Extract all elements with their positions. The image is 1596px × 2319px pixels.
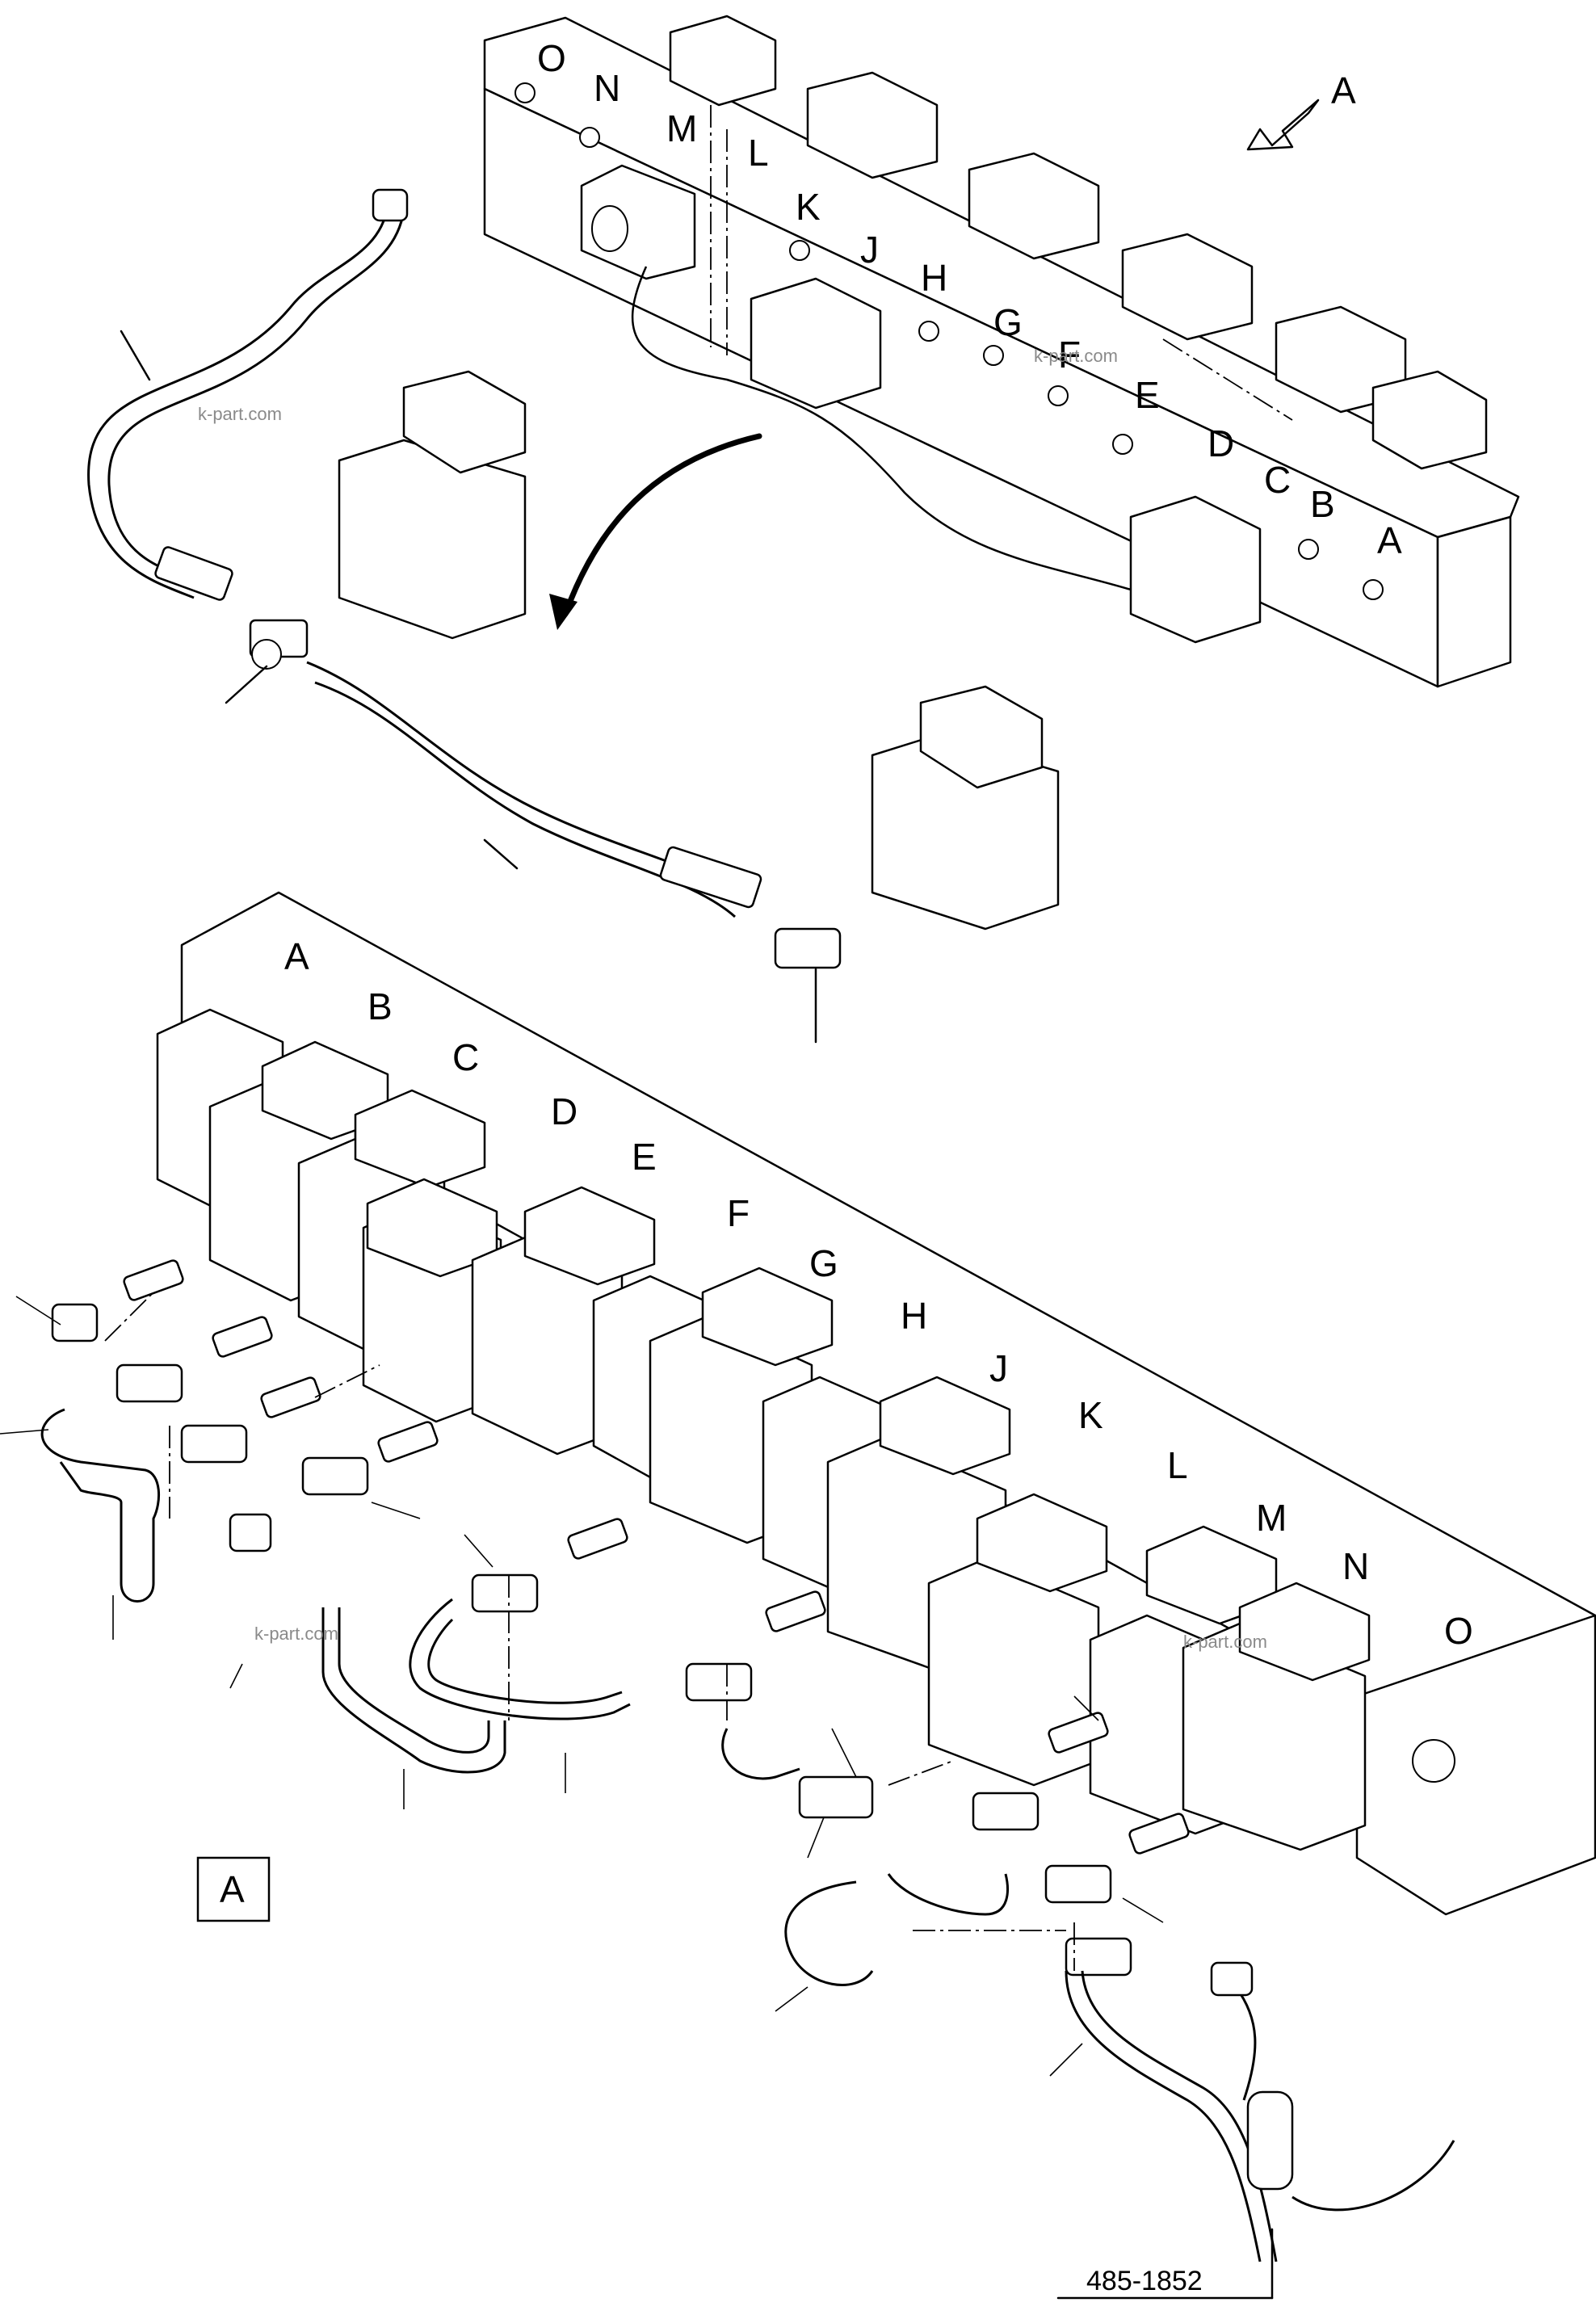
top-label-b: B [1310,483,1335,525]
bottom-label-o: O [1444,1610,1473,1652]
top-label-c: C [1264,459,1291,501]
middle-hose-detail: k-part.com [87,188,1060,1044]
bottom-label-e: E [632,1136,657,1178]
bottom-label-j: J [989,1347,1008,1389]
top-label-m: M [666,107,697,149]
top-label-a: A [1377,519,1402,561]
watermark-bottom-right: k-part.com [1183,1632,1267,1652]
top-label-f: F [1058,334,1081,376]
top-label-j: J [860,229,879,271]
watermark-mid: k-part.com [198,404,282,424]
manifold-ports [514,82,1384,600]
bottom-label-k: K [1078,1394,1103,1436]
watermark-bottom-left: k-part.com [254,1624,338,1644]
mid-valve-block-1 [338,439,527,640]
top-label-e: E [1135,374,1160,416]
bottom-label-d: D [551,1090,578,1132]
detail-tag-box: A [196,1856,271,1922]
view-label: A [1331,69,1356,111]
top-manifold-assembly: O N M L K J H G F E D C B A A k-part.com [483,15,1520,688]
reference-callout: 485-1852 [1056,2228,1274,2300]
watermark-top: k-part.com [1034,346,1118,366]
leader-lines [0,1296,1164,2077]
view-direction-arrow-icon [1246,99,1320,151]
top-label-k: K [796,186,821,228]
bottom-label-a: A [284,935,309,977]
bottom-label-g: G [809,1242,838,1284]
left-fittings [51,1259,1190,1977]
bottom-label-h: H [901,1295,927,1337]
top-label-g: G [993,301,1023,343]
bottom-label-l: L [1167,1444,1188,1486]
detail-tag-text: A [220,1868,245,1910]
bottom-manifold-assembly: A B C D E F G H J K L M N O [0,891,1596,2262]
block-d-top [1129,495,1262,644]
bottom-label-c: C [452,1036,479,1078]
top-label-o: O [537,37,566,79]
bottom-label-n: N [1342,1545,1369,1587]
tee-fitting-mid [225,619,309,704]
reference-number: 485-1852 [1086,2266,1203,2296]
top-label-d: D [1208,422,1234,464]
bottom-label-f: F [727,1192,750,1234]
tube-loops [40,1408,1009,1986]
curved-arrow-icon [562,433,762,617]
top-label-h: H [921,257,947,299]
block-j-top [750,277,882,410]
top-valve-row [669,15,1488,470]
top-label-l: L [748,132,769,174]
bottom-label-b: B [368,985,393,1027]
elbow-fitting-mid [774,927,842,969]
top-label-n: N [594,67,620,109]
bottom-label-m: M [1256,1497,1287,1539]
